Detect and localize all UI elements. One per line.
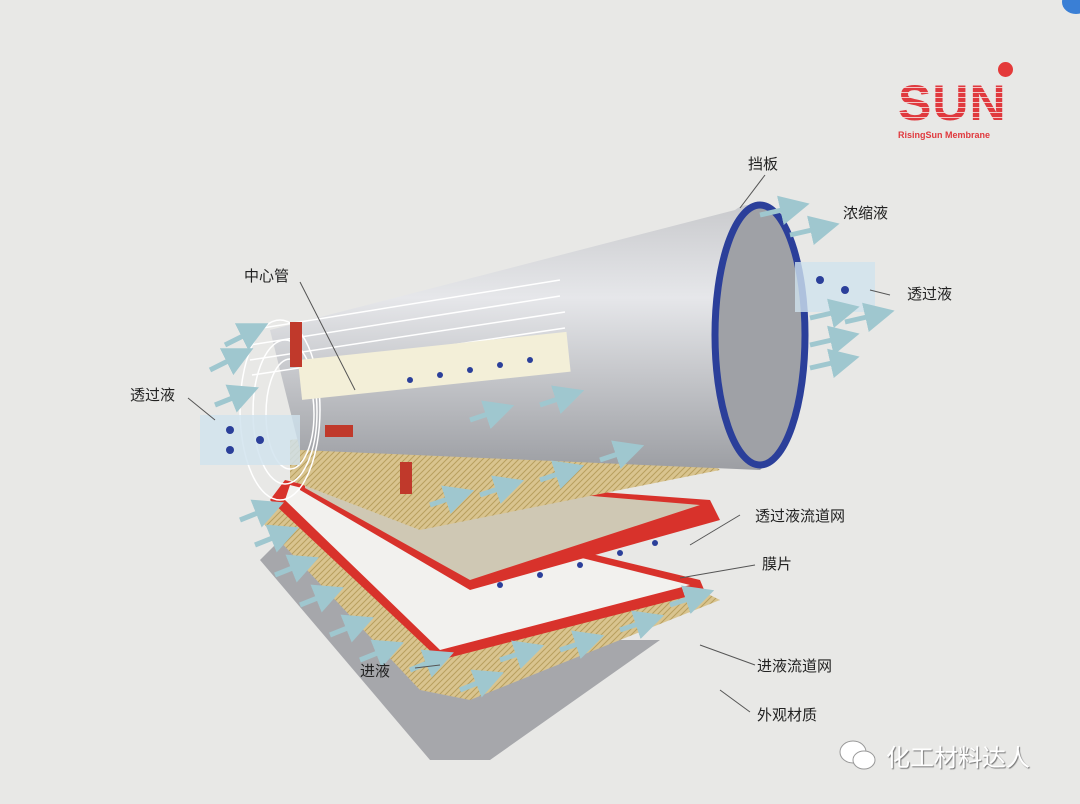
end-cap-baffle <box>711 201 809 469</box>
label-membrane-sheet: 膜片 <box>762 555 793 573</box>
permeate-stream-left <box>200 415 300 465</box>
wechat-icon <box>839 740 876 769</box>
center-tube <box>297 331 571 400</box>
corner-badge-icon <box>1062 0 1080 14</box>
logo-dot-icon <box>998 62 1013 77</box>
brand-logo: SUN RisingSun Membrane <box>898 62 1013 140</box>
label-permeate-spacer: 透过液流道网 <box>755 507 846 525</box>
label-feed-spacer: 进液流道网 <box>757 657 833 675</box>
label-concentrate: 浓缩液 <box>843 204 889 222</box>
flow-arrows <box>208 195 895 698</box>
label-permeate-right: 透过液 <box>907 285 953 303</box>
logo-subtitle: RisingSun Membrane <box>898 130 991 140</box>
logo-brand: SUN <box>898 75 1007 131</box>
label-center-tube: 中心管 <box>244 267 290 285</box>
watermark-text: 化工材料达人 <box>886 744 1030 772</box>
label-permeate-left: 透过液 <box>130 386 176 404</box>
watermark: 化工材料达人 <box>838 738 1030 773</box>
permeate-arrows <box>226 276 849 588</box>
label-feed: 进液 <box>360 662 391 680</box>
leader-lines <box>187 174 891 713</box>
label-outer-wrap: 外观材质 <box>757 706 818 724</box>
permeate-stream-right <box>795 262 875 312</box>
label-baffle: 挡板 <box>748 155 779 173</box>
